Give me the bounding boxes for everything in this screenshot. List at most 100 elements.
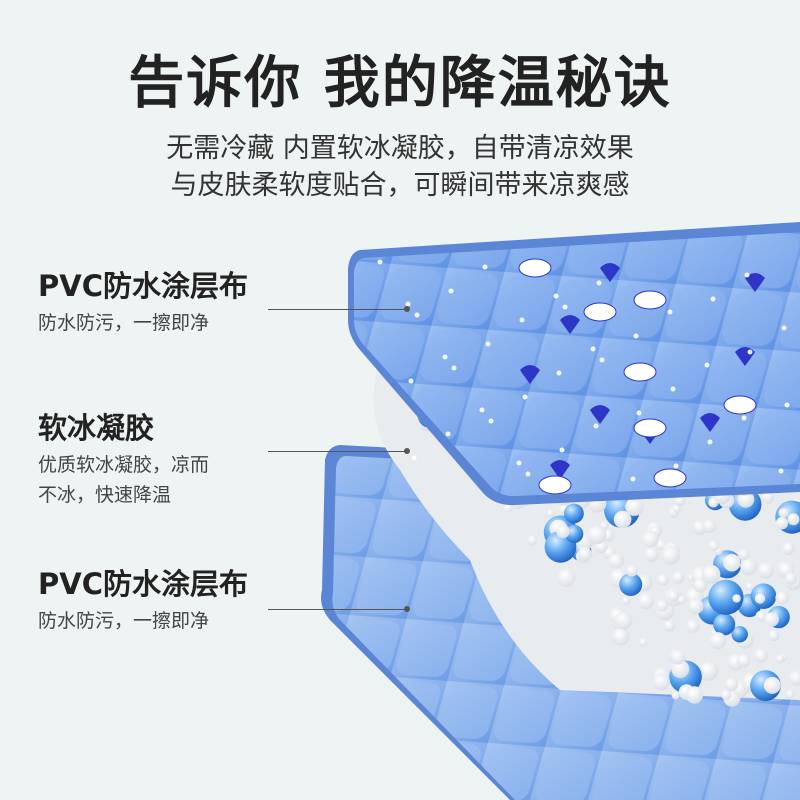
penguin-icon [550,460,570,479]
top-pvc-layer [348,222,800,506]
gel-bead [611,628,630,646]
gel-bead [672,504,681,513]
gel-bead [723,553,741,572]
polar-bear-icon [538,475,572,495]
gel-bead [708,540,720,552]
page-subtitle: 无需冷藏 内置软冰凝胶，自带清凉效果 与皮肤柔软度贴合，可瞬间带来凉爽感 [0,130,800,204]
snow-dot [741,415,747,421]
gel-bead-blue [565,524,584,544]
snow-dot [778,468,784,474]
gel-bead-blue [564,503,584,524]
leader-line-bottom [268,609,408,610]
gel-bead [625,564,639,577]
snow-dot [636,410,642,416]
snow-dot [408,378,414,384]
snow-dot [562,304,568,310]
snow-dot [516,460,522,466]
gel-bead-blue [713,613,736,636]
gel-bead [737,653,751,668]
penguin-icon [560,315,580,334]
gel-bead [667,590,680,602]
gel-bead [621,596,631,606]
gel-bead [614,611,633,630]
gel-bead [764,612,779,627]
gel-bead [785,690,795,699]
snow-dot [482,264,488,270]
gel-bead [753,648,769,663]
polar-bear-icon [723,395,757,415]
gel-bead [702,519,717,533]
leader-dot-bottom [404,606,410,612]
snow-dot [522,394,528,400]
snow-dot [525,471,531,477]
gel-bead [686,619,700,633]
snow-dot [405,301,411,307]
gel-bead [656,574,669,586]
gel-bead [527,535,538,546]
gel-bead [740,558,758,576]
gel-bead [754,593,766,604]
subtitle-line-2: 与皮肤柔软度贴合，可瞬间带来凉爽感 [170,170,630,201]
page-title: 告诉你 我的降温秘诀 [128,51,672,116]
snow-dot [673,463,679,469]
polar-bear-icon [633,418,667,438]
layer-desc: 防水防污，一擦即净 [38,610,210,632]
gel-bead [698,661,719,681]
gel-bead [638,637,648,647]
snow-dot [377,259,383,265]
snow-dot [590,346,596,352]
gel-bead [768,629,780,642]
gel-bead [637,592,655,610]
snow-dot [667,309,673,315]
snow-dot [747,349,753,355]
penguin-icon [700,413,720,432]
snow-dot [633,333,639,339]
gel-bead [661,546,680,565]
snow-dot [784,402,790,408]
snow-dot [707,439,713,445]
gel-bead [775,654,785,664]
gel-bead [641,530,659,548]
snow-dot [599,357,605,363]
gel-bead [789,670,800,686]
gel-bead [755,610,767,622]
penguin-icon [590,405,610,424]
snow-dot [710,296,716,302]
snow-dot [630,476,636,482]
gel-bead [652,673,671,691]
snow-dot [519,317,525,323]
gel-bead [556,568,576,587]
gel-bead [745,582,754,591]
snow-dot [559,447,565,453]
gel-bead [687,598,704,615]
layer-label-top: PVC防水涂层布 防水防污，一擦即净 [38,268,248,338]
polar-bear-icon [623,362,657,382]
layer-desc-line-1: 优质软冰凝胶，凉而 [38,454,210,476]
gel-bead [787,513,800,526]
leader-line-top [268,309,408,310]
gel-bead [784,572,798,585]
subtitle-line-1: 无需冷藏 内置软冰凝胶，自带清凉效果 [166,133,634,164]
snow-dot [553,293,559,299]
layer-desc: 防水防污，一擦即净 [38,312,210,334]
gel-bead [685,686,704,704]
gel-bead [732,594,741,603]
gel-bead [656,599,669,612]
layer-desc: 优质软冰凝胶，凉而 不冰，快速降温 [38,450,209,510]
snow-dot [448,288,454,294]
polar-bear-icon [518,258,552,278]
gel-bead-blue [708,579,744,615]
gel-bead [503,503,513,513]
gel-bead [546,509,555,518]
gel-bead [763,676,781,694]
penguin-icon [600,263,620,282]
gel-bead-blue [731,626,748,643]
gel-bead [671,691,680,700]
gel-bead [671,659,690,679]
gel-bead-blue [619,573,643,596]
gel-bead [775,591,789,605]
snow-dot [411,455,417,461]
gel-bead [701,564,721,584]
polar-bear-icon [633,290,667,310]
